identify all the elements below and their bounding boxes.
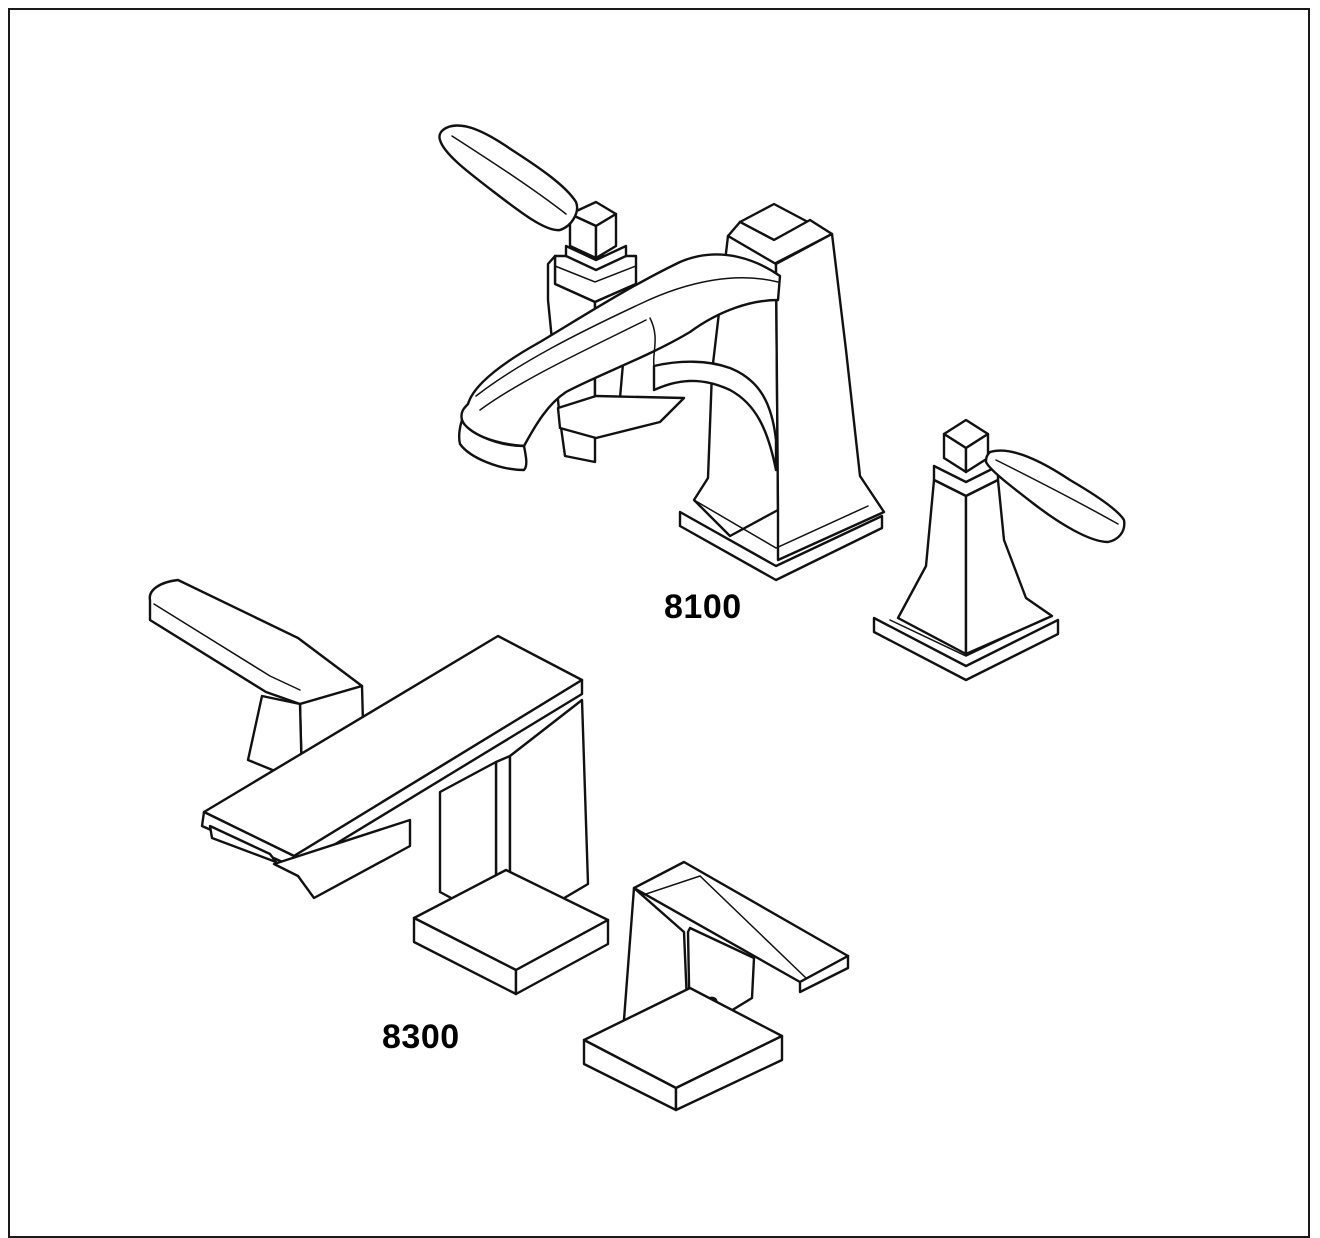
faucet-8300-spout <box>200 634 610 996</box>
faucet-8300-right-handle <box>582 860 850 1112</box>
faucet-8100 <box>438 124 1126 682</box>
faucet-8300 <box>148 578 850 1112</box>
model-label-8100: 8100 <box>664 588 742 626</box>
faucet-8100-spout <box>457 202 886 582</box>
faucet-8100-left-handle <box>438 124 686 464</box>
model-label-8300: 8300 <box>382 1018 460 1056</box>
faucet-8100-right-handle <box>872 418 1126 682</box>
